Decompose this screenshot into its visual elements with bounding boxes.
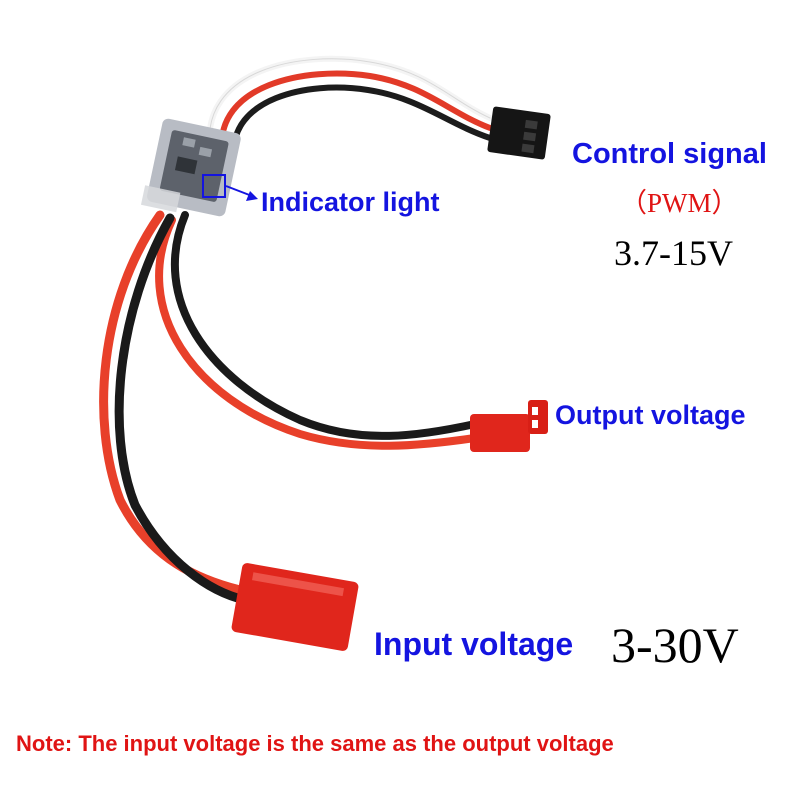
control-voltage-label: 3.7-15V <box>614 233 733 273</box>
output-voltage-label: Output voltage <box>555 400 746 430</box>
output-connector <box>470 400 548 452</box>
input-voltage-label: Input voltage <box>374 626 574 662</box>
control-signal-label: Control signal <box>572 138 767 170</box>
output-cable <box>155 211 479 450</box>
pwm-label: （PWM） <box>620 188 739 218</box>
servo-cable <box>206 55 493 158</box>
indicator-marker <box>202 174 258 201</box>
input-connector <box>231 563 359 651</box>
servo-connector <box>487 106 551 160</box>
input-cable <box>99 210 250 605</box>
switch-module <box>140 118 241 217</box>
input-voltage-range-label: 3-30V <box>611 617 739 673</box>
indicator-light-label: Indicator light <box>261 187 440 217</box>
note-text: Note: The input voltage is the same as t… <box>16 731 614 756</box>
